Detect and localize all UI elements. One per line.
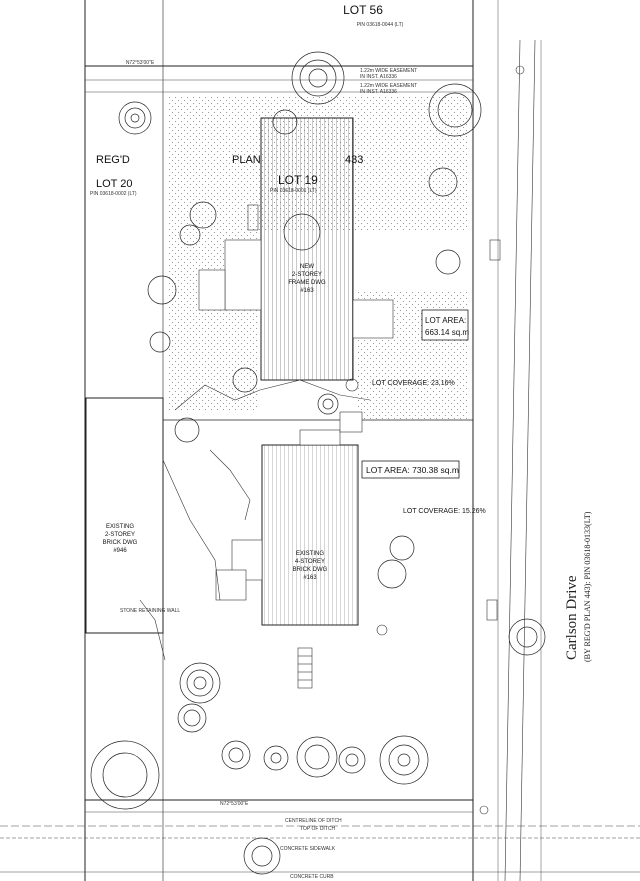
trees xyxy=(90,51,546,875)
lot-coverage-new: LOT COVERAGE: 23.16% xyxy=(372,380,455,387)
lot-area-new-value: 663.14 sq.m xyxy=(425,328,469,337)
plan-number: 433 xyxy=(345,154,363,166)
sidewalk-label: CONCRETE SIDEWALK xyxy=(280,846,336,852)
street-subtitle: (BY REG'D PLAN 443): PIN 03618-0133(LT) xyxy=(583,511,592,662)
neighbour-label-2: 2-STOREY xyxy=(105,532,135,538)
top-ditch-label: TOP OF DITCH xyxy=(300,826,335,832)
lot19-label: LOT 19 xyxy=(278,173,318,187)
easement-1b: IN INST. A16336 xyxy=(360,74,397,80)
centreline-label: CENTRELINE OF DITCH xyxy=(285,818,342,824)
lot56-pin: PIN 03618-0044 (LT) xyxy=(357,22,404,28)
easement-2: 1.22m WIDE EASEMENT xyxy=(360,83,417,89)
lot-area-new-label: LOT AREA: xyxy=(425,316,466,325)
bearing-top: N72°53'00"E xyxy=(126,60,155,66)
new-dwelling-label-3: FRAME DWG xyxy=(288,280,326,286)
street-name: Carlson Drive xyxy=(564,575,580,660)
neighbour-label-3: BRICK DWG xyxy=(103,540,138,546)
neighbour-label-4: #946 xyxy=(113,548,127,554)
existing-dwelling-label-4: #163 xyxy=(303,575,317,581)
lot-area-new: LOT AREA: 663.14 sq.m LOT COVERAGE: 23.1… xyxy=(372,309,469,387)
lot-area-existing: LOT AREA: 730.38 sq.m LOT COVERAGE: 15.2… xyxy=(361,460,486,515)
new-dwelling-label-2: 2-STOREY xyxy=(292,272,322,278)
lot20-pin: PIN 03618-0002 (LT) xyxy=(90,191,137,197)
easement-2b: IN INST. A16336 xyxy=(360,89,397,95)
curb-label: CONCRETE CURB xyxy=(290,874,334,880)
bearing-bottom: N72°53'00"E xyxy=(220,801,249,807)
existing-dwelling-label-1: EXISTING xyxy=(296,551,324,557)
lot20-label: LOT 20 xyxy=(96,178,133,190)
lot-area-existing-label: LOT AREA: 730.38 sq.m xyxy=(366,465,459,475)
neighbour-dwelling: EXISTING 2-STOREY BRICK DWG #946 xyxy=(85,397,164,634)
new-dwelling-label-4: #163 xyxy=(300,288,314,294)
lot19-pin: PIN 03618-0001 (LT) xyxy=(270,188,317,194)
existing-dwelling: EXISTING 4-STOREY BRICK DWG #163 xyxy=(215,411,363,626)
stone-wall-label: STONE RETAINING WALL xyxy=(120,608,180,614)
neighbour-label-1: EXISTING xyxy=(106,524,134,530)
new-dwelling-label-1: NEW xyxy=(300,264,314,270)
lot-coverage-existing: LOT COVERAGE: 15.26% xyxy=(403,508,486,515)
existing-dwelling-label-3: BRICK DWG xyxy=(293,567,328,573)
lot56-label: LOT 56 xyxy=(343,3,383,17)
existing-dwelling-label-2: 4-STOREY xyxy=(295,559,325,565)
regd-label: REG'D xyxy=(96,154,130,166)
plan-label: PLAN xyxy=(232,154,261,166)
easement-1: 1.22m WIDE EASEMENT xyxy=(360,68,417,74)
